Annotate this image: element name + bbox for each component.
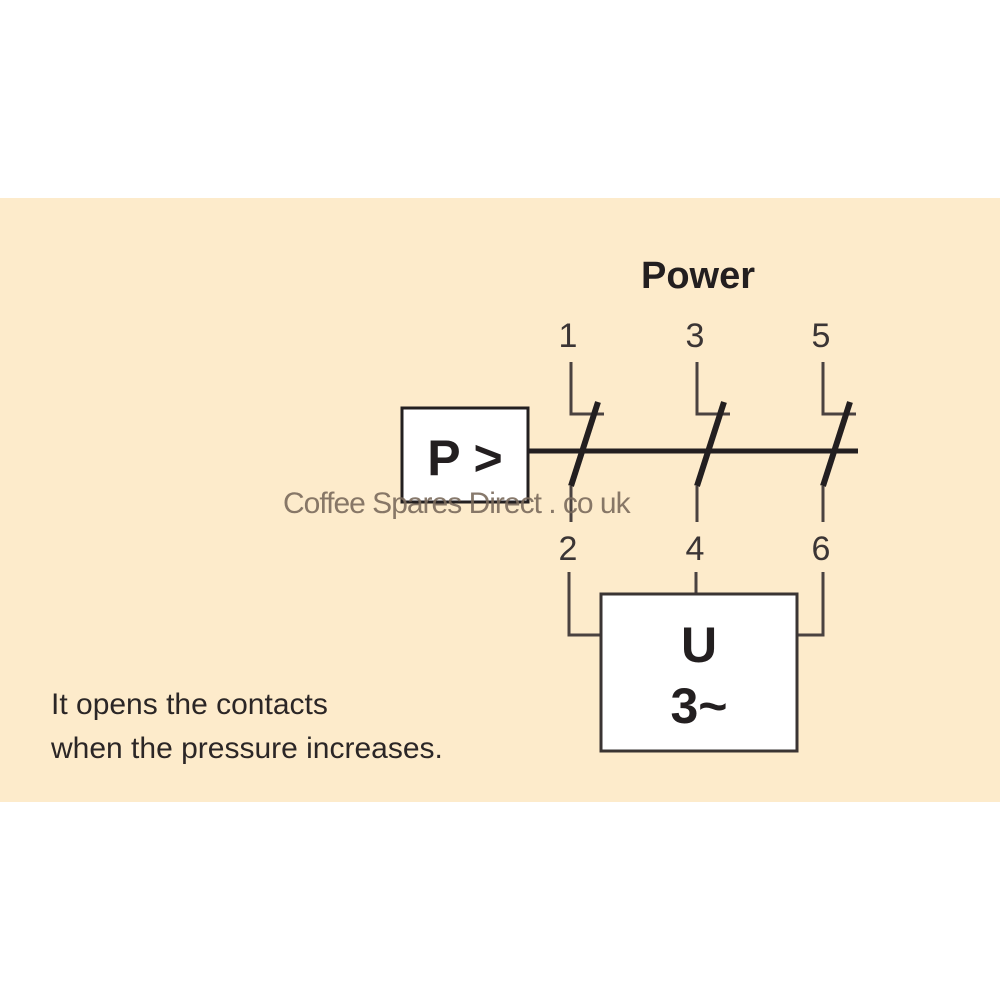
- terminal-label-3: 3: [686, 317, 705, 355]
- contact-3-4: [694, 362, 730, 522]
- pressure-switch-box: P >: [400, 406, 530, 504]
- watermark-text: Coffee Spares Direct . co uk: [283, 487, 632, 520]
- terminal-label-4: 4: [686, 530, 705, 568]
- terminal-label-2: 2: [559, 530, 578, 568]
- motor-label-line2: 3~: [670, 678, 727, 734]
- terminal-label-5: 5: [812, 317, 831, 355]
- terminal-label-1: 1: [559, 317, 578, 355]
- pressure-switch-label: P >: [427, 430, 503, 486]
- contact-1-2: [568, 362, 604, 522]
- motor-label-line1: U: [681, 617, 717, 673]
- motor-wiring: [567, 572, 825, 637]
- caption-line-2: when the pressure increases.: [50, 732, 443, 765]
- terminal-label-6: 6: [812, 530, 831, 568]
- contact-5-6: [820, 362, 856, 522]
- motor-box: U 3~: [599, 592, 799, 753]
- diagram-title: Power: [641, 255, 755, 297]
- caption-line-1: It opens the contacts: [51, 688, 328, 721]
